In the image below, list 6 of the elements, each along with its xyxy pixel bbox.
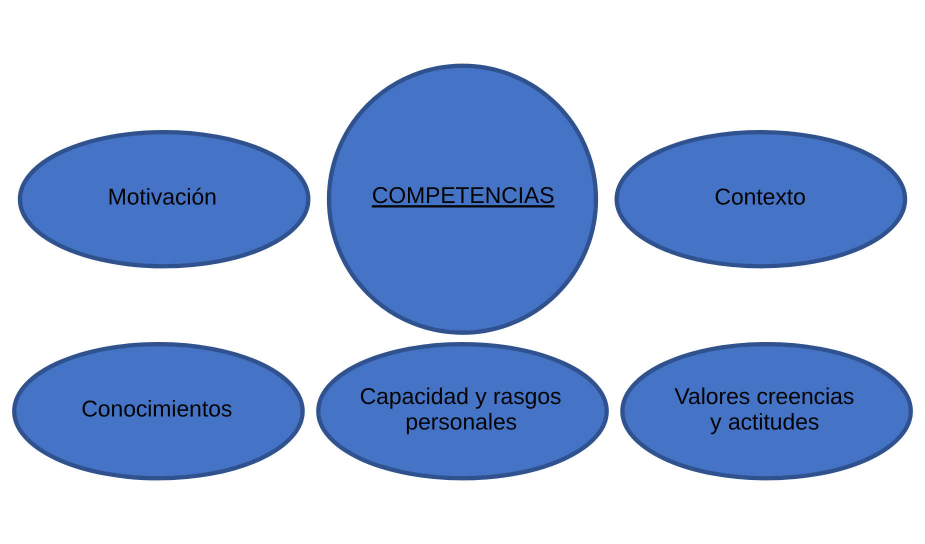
node-ellipse: Valores creencias y actitudes (620, 342, 913, 480)
node-ellipse: Capacidad y rasgos personales (316, 342, 609, 480)
node-ellipse: Contexto (614, 130, 908, 268)
node-ellipse: Conocimientos (12, 342, 305, 480)
node-circle: COMPETENCIAS (326, 64, 598, 335)
node-ellipse: Motivación (18, 130, 310, 268)
